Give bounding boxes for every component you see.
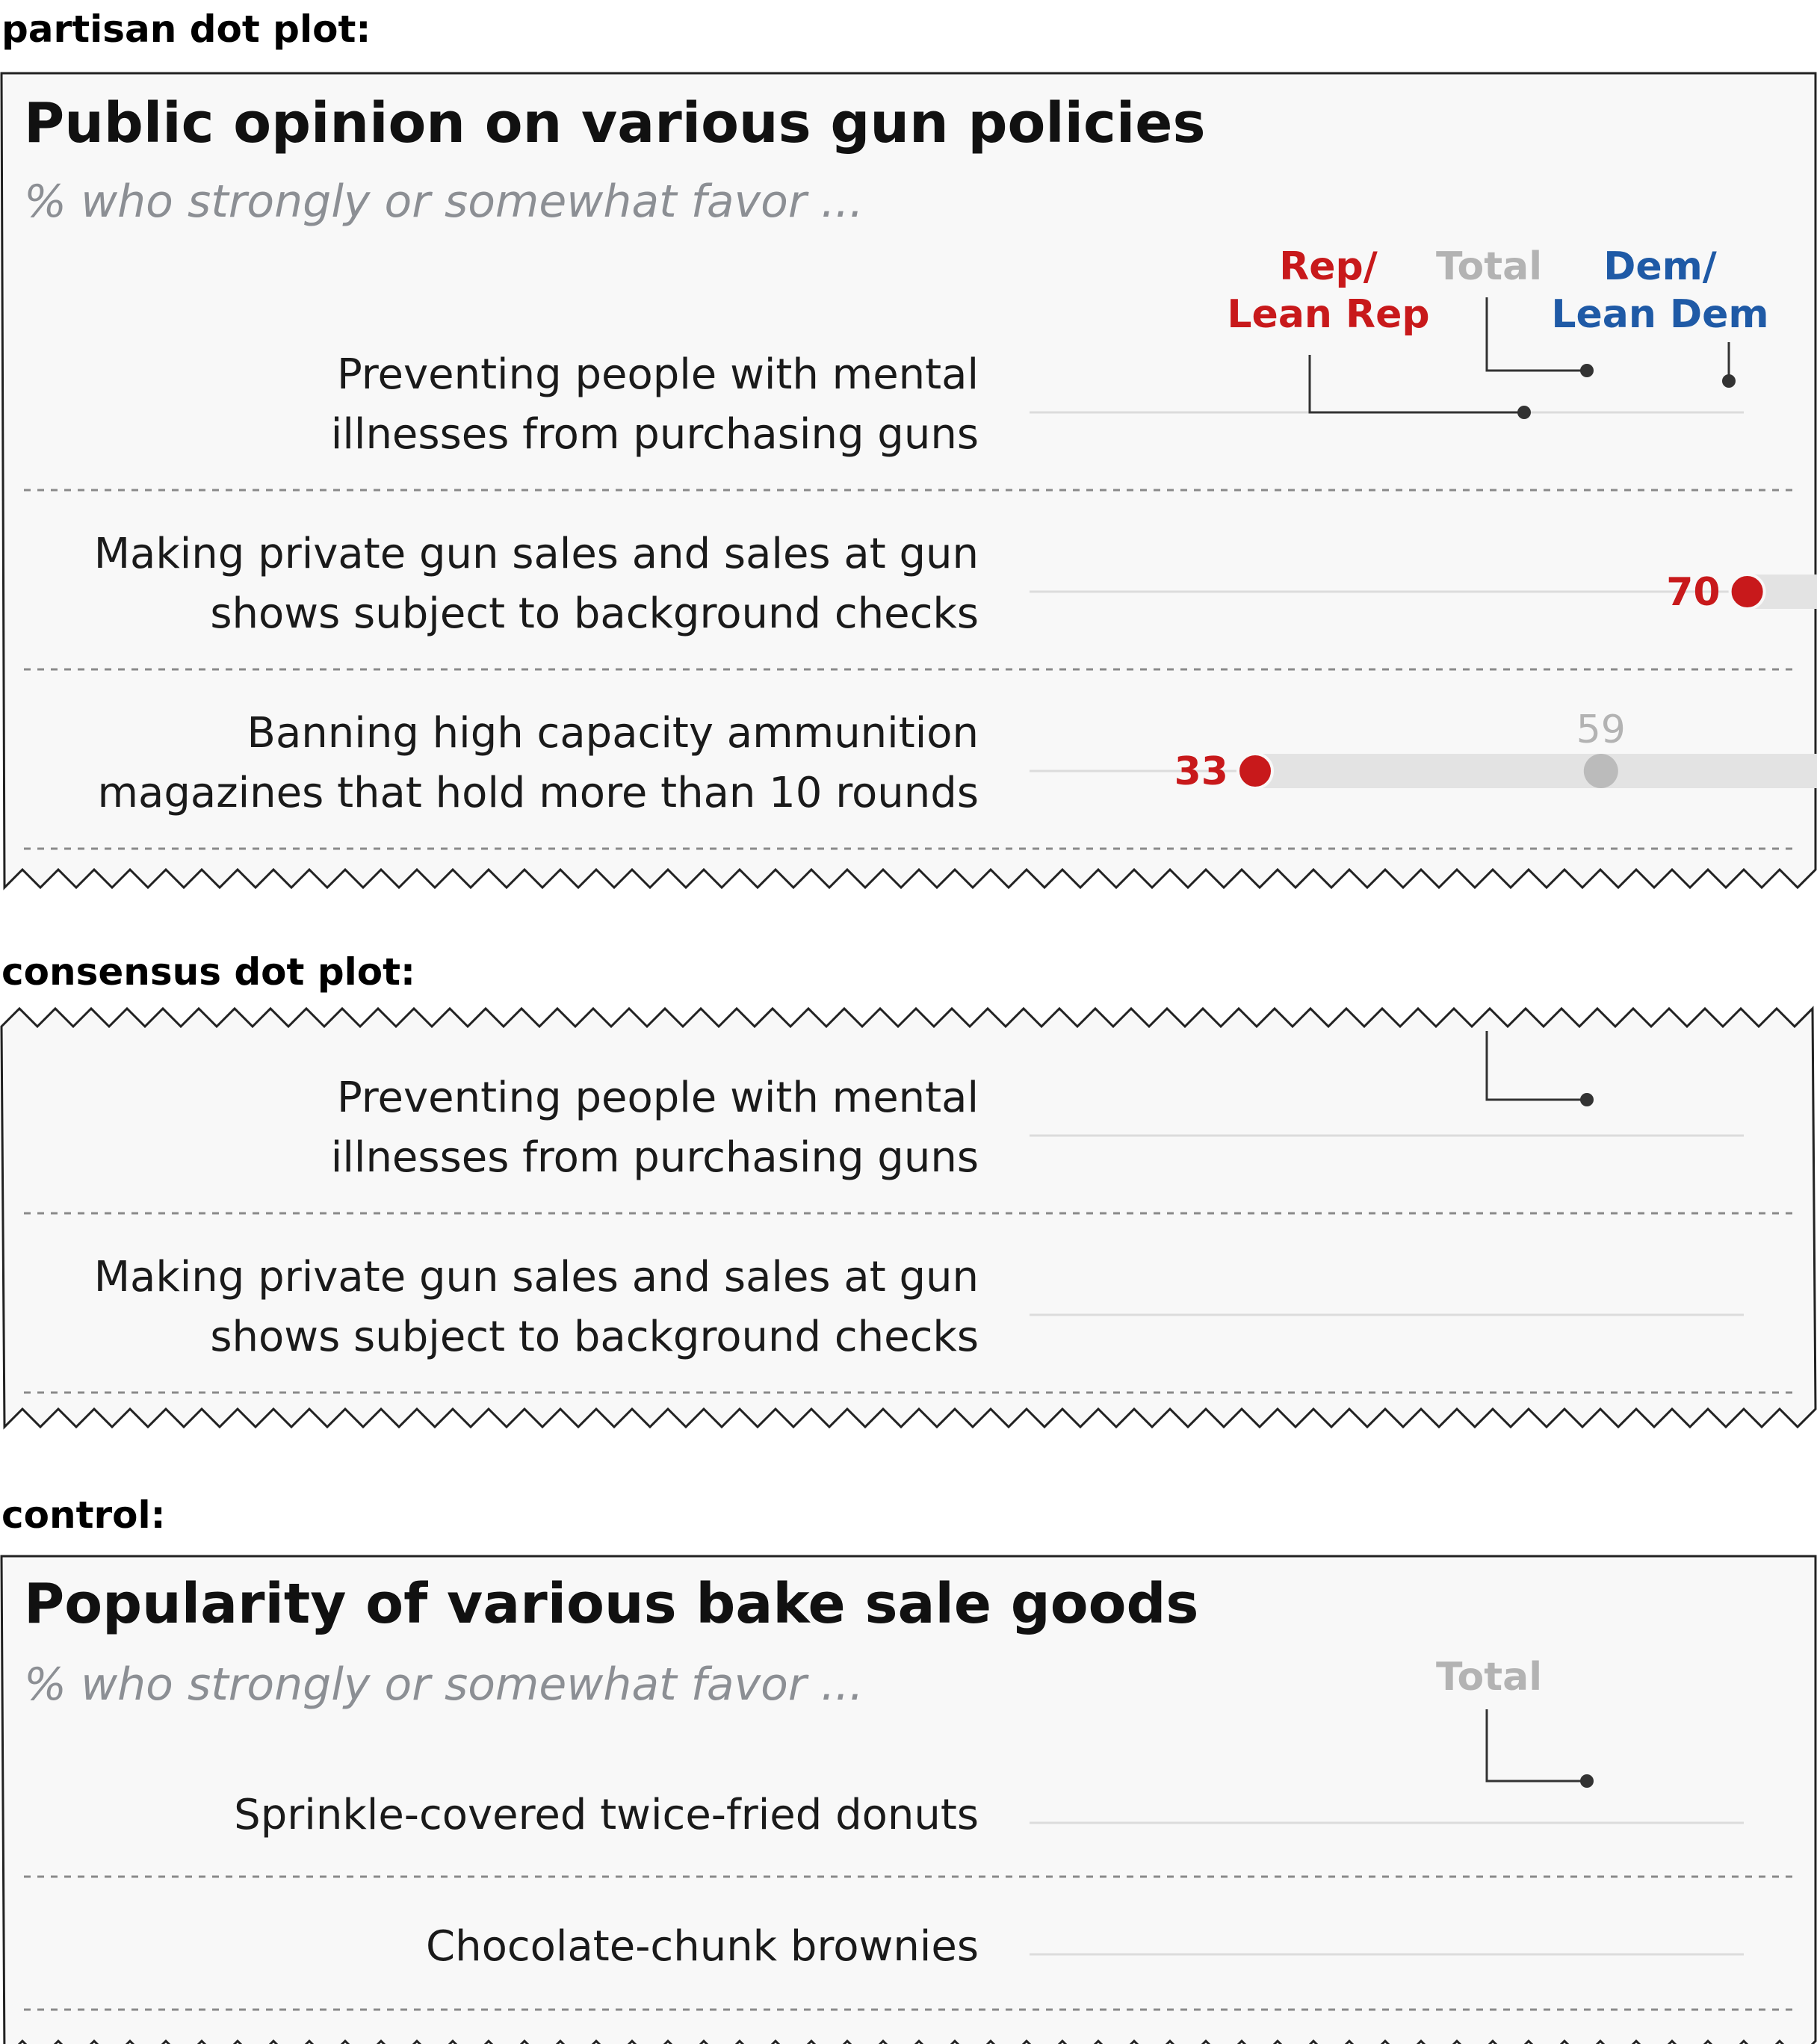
- leader-total-end-dot: [1580, 364, 1594, 377]
- gun-row-2-label-line-2: shows subject to background checks: [210, 589, 979, 638]
- consensus-row-2-label-line-1: Making private gun sales and sales at gu…: [94, 1253, 979, 1301]
- gun-panel-subtitle: % who strongly or somewhat favor ...: [24, 176, 864, 228]
- bake-legend-total: Total: [1436, 1655, 1542, 1700]
- consensus-leader: [1485, 1031, 1587, 1101]
- consensus-row-2-label-line-2: shows subject to background checks: [210, 1313, 979, 1361]
- gun-row-3-label-line-1: Banning high capacity ammunition: [247, 709, 979, 758]
- bake-row-1-label-line-1: Sprinkle-covered twice-fried donuts: [234, 1791, 979, 1839]
- bake-leader: [1485, 1709, 1587, 1783]
- legend-dem-line1: Dem/: [1603, 244, 1717, 289]
- leader-rep: [1308, 355, 1524, 414]
- leader-total: [1485, 297, 1587, 372]
- consensus-row-1-label-line-2: illnesses from purchasing guns: [331, 1133, 979, 1182]
- gun-row-2-rep-dot: [1728, 573, 1766, 610]
- legend-rep-line2: Lean Rep: [1227, 292, 1429, 337]
- gun-row-2-label-line-1: Making private gun sales and sales at gu…: [94, 530, 979, 578]
- bake-panel-subtitle: % who strongly or somewhat favor ...: [24, 1659, 864, 1711]
- bake-leader-end-dot: [1580, 1774, 1594, 1788]
- gun-row-3-range-bar: [1255, 754, 1817, 788]
- partisan-section-label: partisan dot plot:: [1, 7, 371, 51]
- gun-panel-title: Public opinion on various gun policies: [24, 91, 1206, 155]
- gun-row-3-label-line-2: magazines that hold more than 10 rounds: [97, 769, 979, 817]
- gun-row-3-rep-value: 33: [1174, 749, 1228, 794]
- gun-row-3-rep-dot: [1236, 752, 1274, 790]
- bake-panel-title: Popularity of various bake sale goods: [24, 1572, 1198, 1636]
- legend-dem-line2: Lean Dem: [1551, 292, 1768, 337]
- gun-row-1-label-line-1: Preventing people with mental: [337, 350, 979, 399]
- control-panel: [0, 1555, 1817, 2044]
- legend-total: Total: [1436, 244, 1542, 289]
- consensus-leader-end-dot: [1580, 1093, 1594, 1106]
- partisan-panel: [0, 72, 1817, 891]
- consensus-row-1-label-line-1: Preventing people with mental: [337, 1074, 979, 1122]
- legend-rep-line1: Rep/: [1279, 244, 1378, 289]
- plot-layer: Preventing people with mental illnesses f…: [24, 297, 1817, 2011]
- control-section-label: control:: [1, 1493, 166, 1537]
- gun-row-3-total-dot: [1583, 754, 1618, 788]
- gun-row-3-total-value: 59: [1576, 707, 1626, 752]
- gun-row-1-label-line-2: illnesses from purchasing guns: [331, 410, 979, 459]
- leader-dem-end-dot: [1722, 374, 1736, 388]
- leader-rep-end-dot: [1517, 406, 1531, 419]
- bake-row-2-label-line-1: Chocolate-chunk brownies: [426, 1922, 979, 1971]
- consensus-panel: [0, 1006, 1817, 1430]
- consensus-section-label: consensus dot plot:: [1, 950, 415, 994]
- gun-row-2-rep-value: 70: [1666, 570, 1720, 615]
